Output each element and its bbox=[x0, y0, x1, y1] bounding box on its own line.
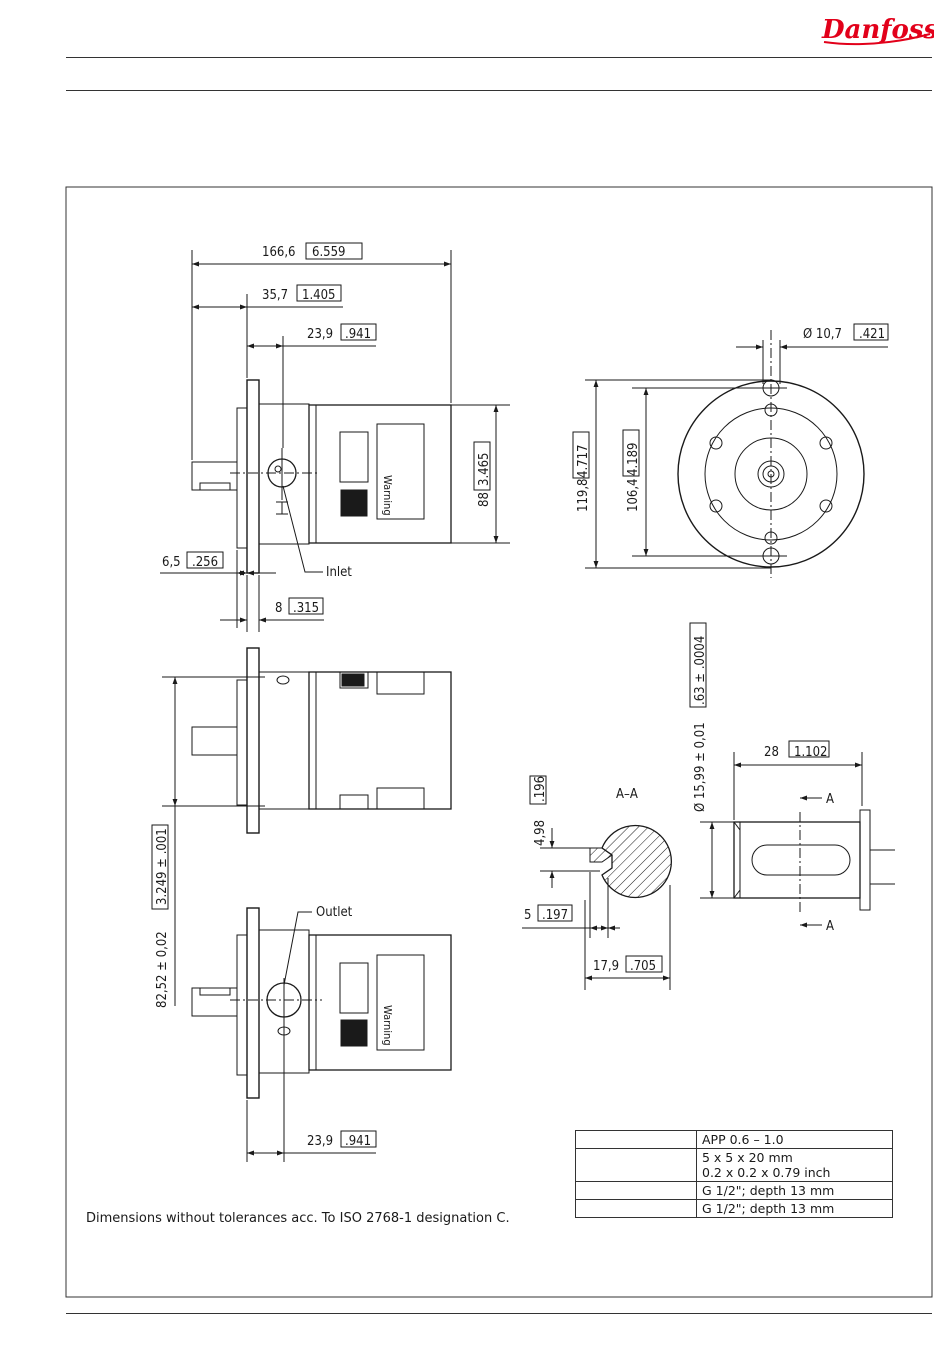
dim-flange-step: 8 bbox=[275, 601, 282, 616]
header-rule-top bbox=[66, 57, 932, 58]
dim-bolt-diameter-inch: .421 bbox=[859, 327, 885, 342]
warning-label-bottom: Warning bbox=[381, 1005, 394, 1046]
dim-bolt-circle: 106,4 bbox=[626, 479, 641, 512]
table-row: G 1/2"; depth 13 mm bbox=[575, 1181, 893, 1200]
dim-outlet-offset-inch: .941 bbox=[345, 1134, 371, 1149]
shaft-view bbox=[733, 795, 895, 928]
dim-inlet-offset: 23,9 bbox=[307, 327, 333, 342]
dim-body-height: 88 bbox=[477, 492, 492, 507]
dim-flange-step-inch: .315 bbox=[293, 601, 319, 616]
drawing-frame bbox=[65, 186, 933, 1298]
spec-value: G 1/2"; depth 13 mm bbox=[696, 1199, 893, 1218]
dim-shaft-28-inch: 1.102 bbox=[794, 745, 827, 760]
dim-key-height: 4,98 bbox=[533, 820, 548, 846]
dim-outlet-offset: 23,9 bbox=[307, 1134, 333, 1149]
side-view-middle bbox=[191, 647, 452, 834]
dim-key-width: 5 bbox=[524, 908, 531, 923]
header-rule-bottom bbox=[66, 90, 932, 91]
tolerance-note: Dimensions without tolerances acc. To IS… bbox=[86, 1211, 510, 1226]
section-a-a bbox=[589, 824, 673, 899]
dim-key-height-inch: .196 bbox=[533, 776, 548, 802]
dim-flange-diameter: 119,8 bbox=[576, 479, 591, 512]
outlet-label: Outlet bbox=[316, 905, 353, 920]
side-view-bottom bbox=[191, 907, 452, 1099]
dim-flange-diameter-inch: 4.717 bbox=[576, 445, 591, 478]
dim-bolt-diameter: Ø 10,7 bbox=[803, 327, 842, 342]
dim-shaft-length-inch: 1.405 bbox=[302, 288, 335, 303]
dim-inlet-offset-inch: .941 bbox=[345, 327, 371, 342]
danfoss-logo: Danfoss bbox=[818, 8, 938, 52]
spec-value: APP 0.6 – 1.0 bbox=[696, 1130, 893, 1149]
inlet-label: Inlet bbox=[326, 565, 352, 580]
spec-value-inch: 0.2 x 0.2 x 0.79 inch bbox=[702, 1165, 831, 1180]
dim-key-depth: 17,9 bbox=[593, 959, 619, 974]
dim-shaft-diameter-inch: .63 ± .0004 bbox=[693, 636, 708, 705]
section-marker-top: A bbox=[826, 792, 834, 807]
side-view-top bbox=[191, 379, 452, 574]
dim-shaft-diameter: Ø 15,99 ± 0,01 bbox=[693, 722, 708, 812]
table-row: G 1/2"; depth 13 mm bbox=[575, 1199, 893, 1218]
dim-overall-length: 166,6 bbox=[262, 245, 295, 260]
table-row: 5 x 5 x 20 mm 0.2 x 0.2 x 0.79 inch bbox=[575, 1148, 893, 1182]
dim-overall-length-inch: 6.559 bbox=[312, 245, 345, 260]
footer-rule bbox=[66, 1313, 932, 1314]
spec-value: 5 x 5 x 20 mm bbox=[702, 1150, 793, 1165]
dim-shaft-length: 35,7 bbox=[262, 288, 288, 303]
section-title: A–A bbox=[616, 787, 638, 802]
dim-flange-thickness: 6,5 bbox=[162, 555, 181, 570]
dim-centre-distance-inch: 3.249 ± .001 bbox=[155, 828, 170, 905]
front-view bbox=[677, 330, 865, 578]
dim-centre-distance: 82,52 ± 0,02 bbox=[155, 931, 170, 1008]
section-marker-bottom: A bbox=[826, 919, 834, 934]
dim-body-height-inch: 3.465 bbox=[477, 453, 492, 486]
table-row: APP 0.6 – 1.0 bbox=[575, 1130, 893, 1149]
spec-table: APP 0.6 – 1.0 5 x 5 x 20 mm 0.2 x 0.2 x … bbox=[575, 1130, 893, 1218]
dim-shaft-28: 28 bbox=[764, 745, 779, 760]
dim-flange-thickness-inch: .256 bbox=[192, 555, 218, 570]
dim-key-width-inch: .197 bbox=[542, 908, 568, 923]
logo-text: Danfoss bbox=[821, 15, 934, 45]
dim-key-depth-inch: .705 bbox=[630, 959, 656, 974]
dim-bolt-circle-inch: 4.189 bbox=[626, 443, 641, 476]
spec-value: G 1/2"; depth 13 mm bbox=[696, 1181, 893, 1200]
warning-label-top: Warning bbox=[381, 475, 394, 516]
